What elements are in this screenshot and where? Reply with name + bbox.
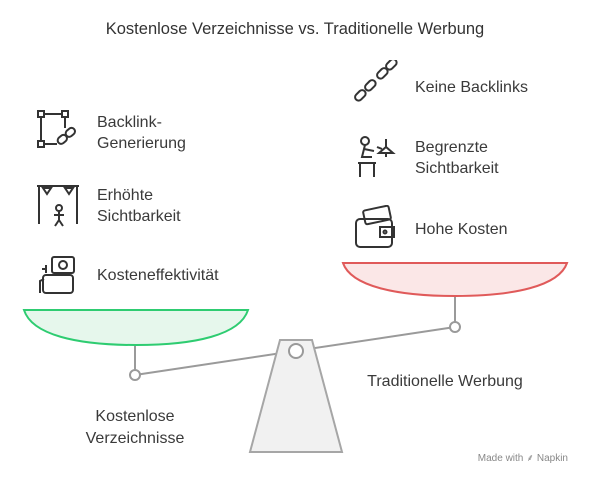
credit: Made with⸙Napkin [478, 450, 568, 464]
napkin-logo-icon: ⸙ [526, 453, 534, 464]
credit-brand: Napkin [536, 453, 568, 464]
right-item-2-line2: Sichtbarkeit [415, 160, 499, 177]
right-item-1-label: Keine Backlinks [415, 79, 528, 96]
right-pivot [449, 321, 461, 333]
right-side-name: Traditionelle Werbung [367, 373, 523, 390]
link-network-icon [37, 110, 76, 148]
money-hand-icon [39, 256, 75, 294]
left-item-2-line2: Sichtbarkeit [97, 208, 181, 225]
credit-prefix: Made with [477, 453, 524, 464]
left-item-1-line2: Generierung [97, 135, 186, 152]
left-item-1-line1: Backlink- [97, 114, 162, 131]
fulcrum-pivot [288, 343, 304, 359]
broken-chain-icon [354, 60, 398, 102]
left-item-3-label: Kosteneffektivität [97, 267, 219, 284]
right-item-3-label: Hohe Kosten [415, 221, 508, 238]
left-item-2-line1: Erhöhte [97, 187, 154, 204]
right-item-2-line1: Begrenzte [415, 139, 488, 156]
right-pan [341, 262, 569, 298]
spotlight-stage-icon [37, 185, 79, 227]
left-pan [22, 309, 250, 347]
diagram-title: Kostenlose Verzeichnisse vs. Traditionel… [105, 20, 485, 38]
wallet-icon [355, 205, 395, 248]
left-side-name-line1: Kostenlose [95, 408, 175, 425]
left-pivot [129, 369, 141, 381]
left-side-name-line2: Verzeichnisse [85, 430, 185, 447]
person-lamp-icon [358, 136, 396, 177]
fulcrum [248, 339, 344, 453]
